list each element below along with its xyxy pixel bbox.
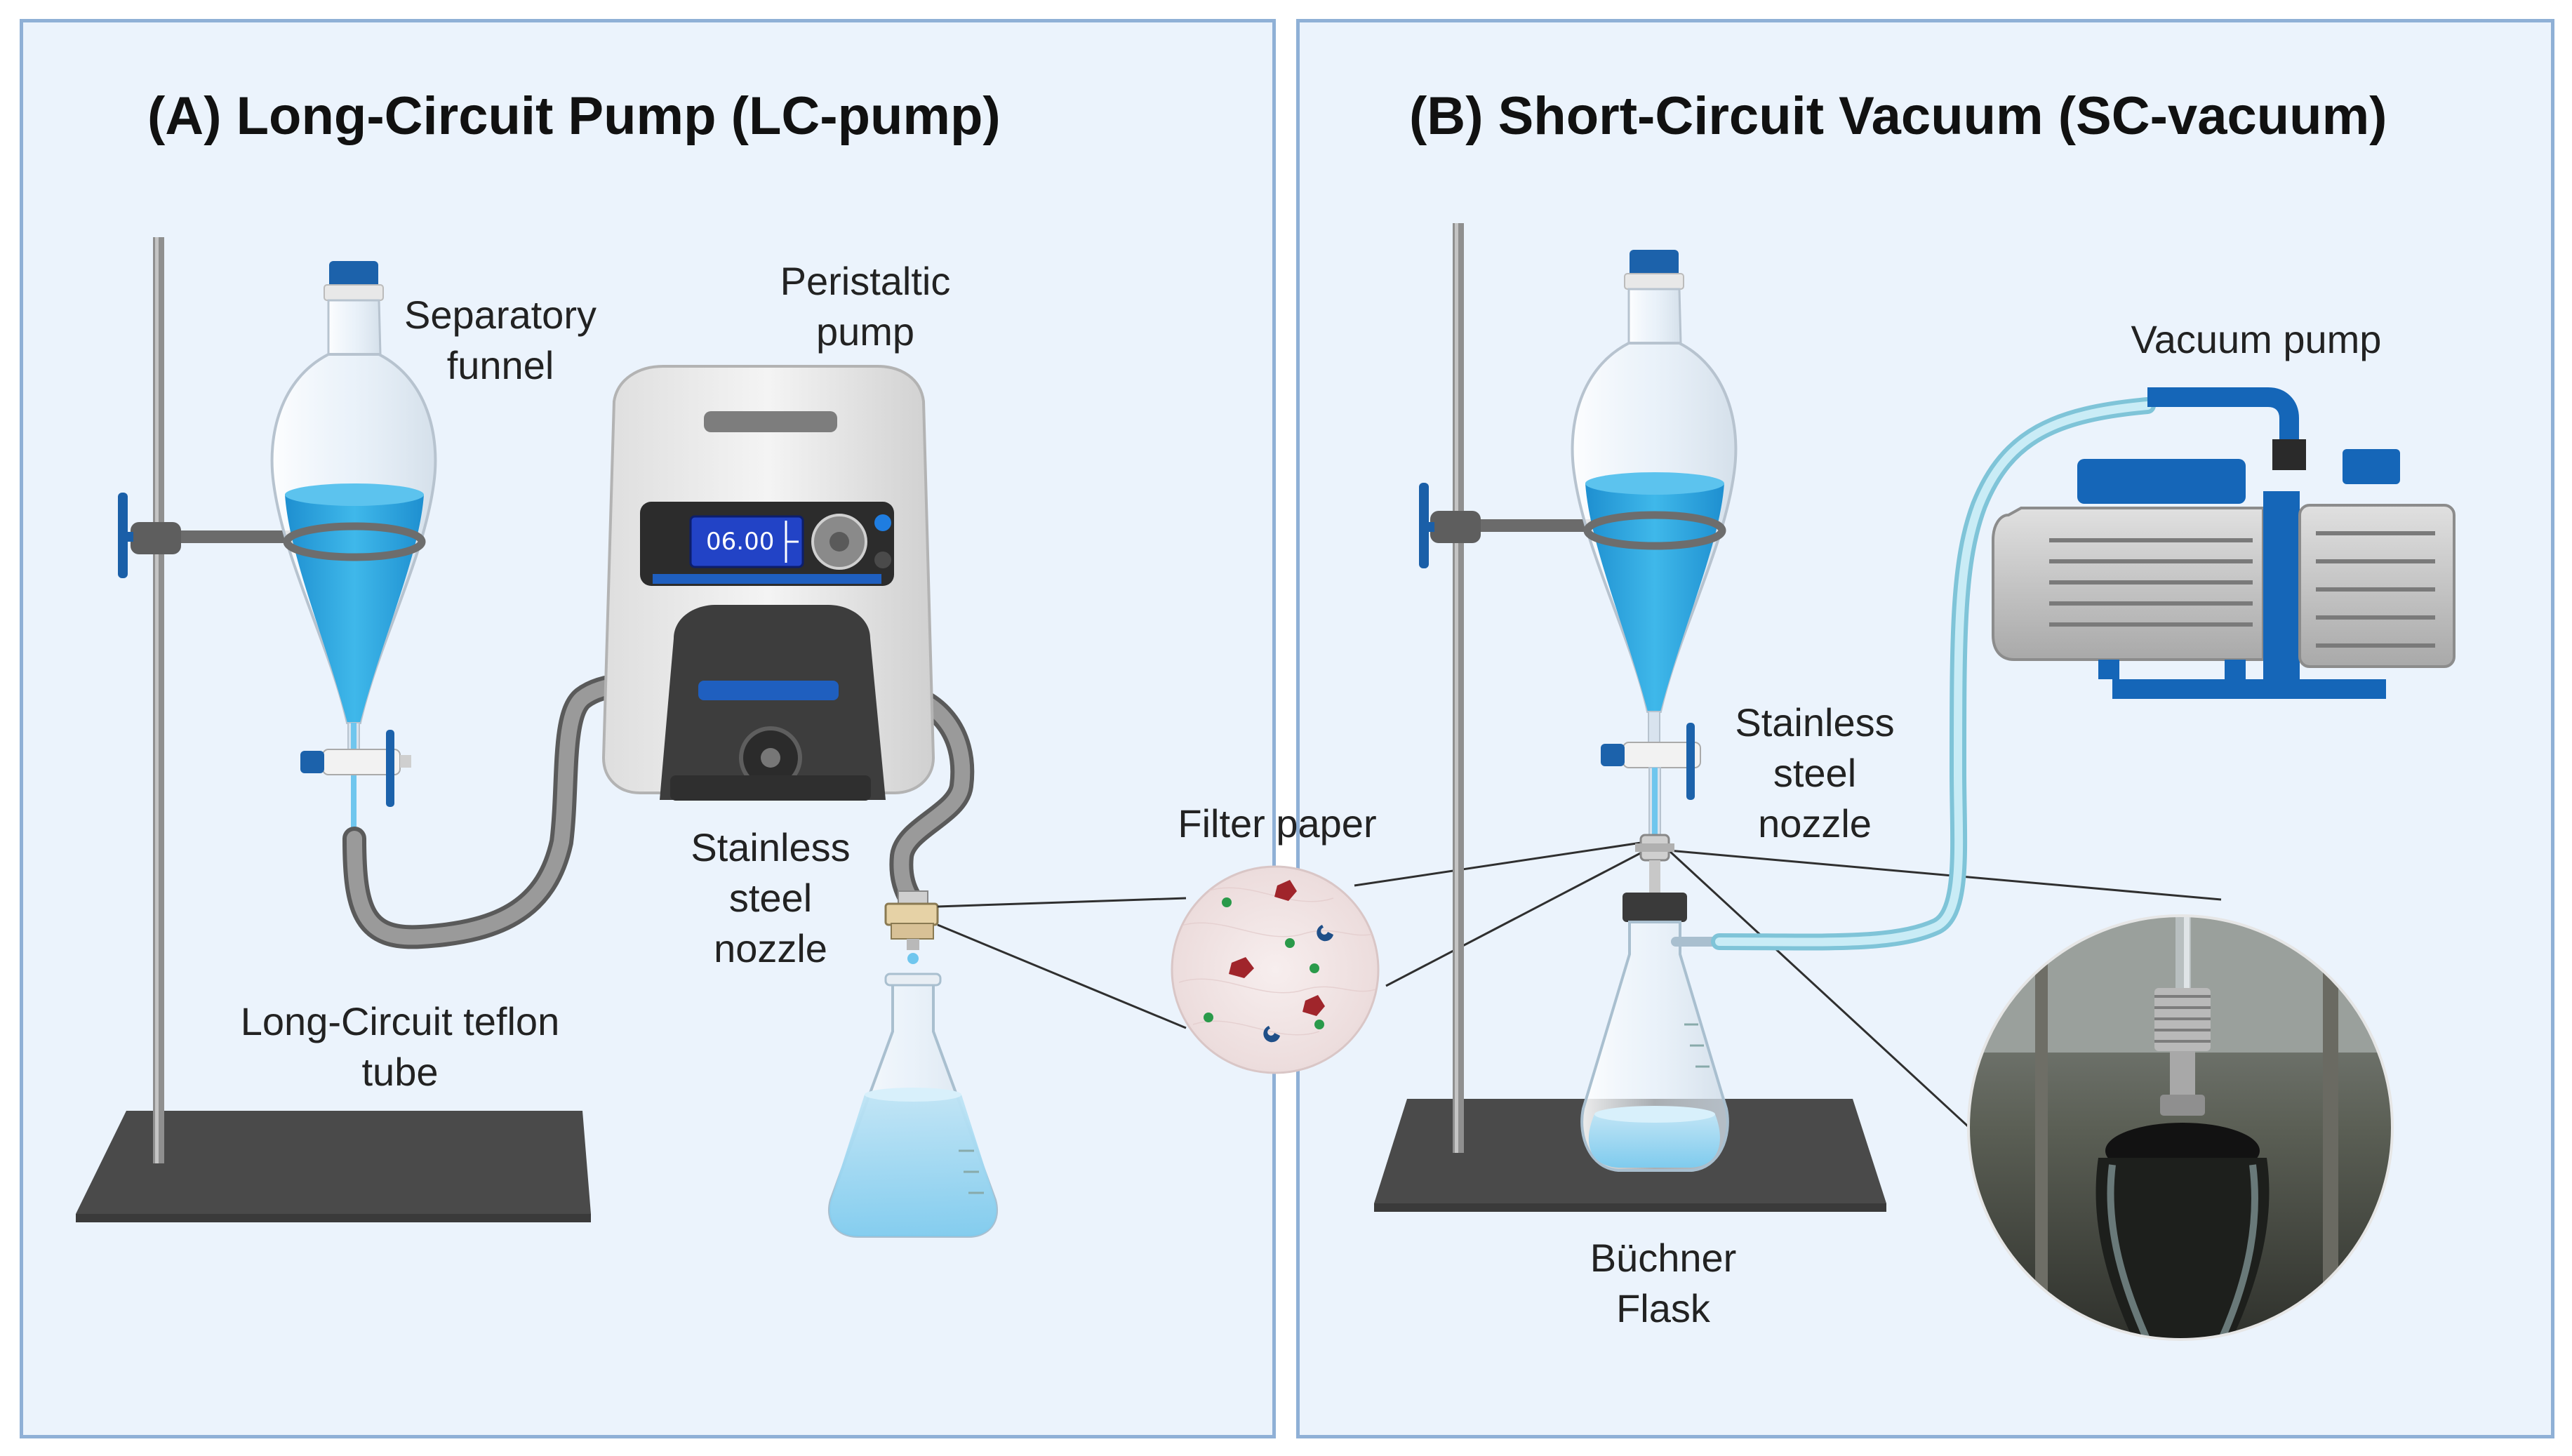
buchner-flask xyxy=(1580,893,1729,1172)
stand-a xyxy=(76,237,591,1222)
zoom-connector-lines xyxy=(937,841,2222,1177)
nozzle-a xyxy=(884,890,939,964)
label-teflon-tube: Long-Circuit teflon tube xyxy=(240,999,560,1094)
separatory-funnel-a xyxy=(270,261,437,842)
label-peristaltic-pump: Peristaltic pump xyxy=(780,259,951,354)
vacuum-pump xyxy=(1992,387,2456,699)
label-separatory-funnel: Separatory funnel xyxy=(404,293,597,387)
filter-paper-magnified xyxy=(1171,865,1380,1074)
panel-a-title: (A) Long-Circuit Pump (LC-pump) xyxy=(147,86,1001,146)
peristaltic-pump xyxy=(601,365,935,801)
vacuum-hose xyxy=(1711,397,2156,951)
label-vacuum-pump: Vacuum pump xyxy=(2131,317,2382,361)
teflon-tube-a xyxy=(342,672,975,949)
label-nozzle-a: Stainless steel nozzle xyxy=(691,825,851,970)
label-nozzle-b: Stainless steel nozzle xyxy=(1735,700,1895,846)
nozzle-photo xyxy=(1967,914,2394,1341)
separatory-funnel-b xyxy=(1571,250,1738,839)
panel-b-title: (B) Short-Circuit Vacuum (SC-vacuum) xyxy=(1409,86,2387,146)
nozzle-b xyxy=(1635,834,1674,895)
erlenmeyer-flask-a xyxy=(828,973,998,1238)
label-buchner-flask: Büchner Flask xyxy=(1590,1236,1737,1330)
pump-display-readout: 06.00 xyxy=(706,528,775,556)
label-filter-paper: Filter paper xyxy=(1178,801,1377,846)
